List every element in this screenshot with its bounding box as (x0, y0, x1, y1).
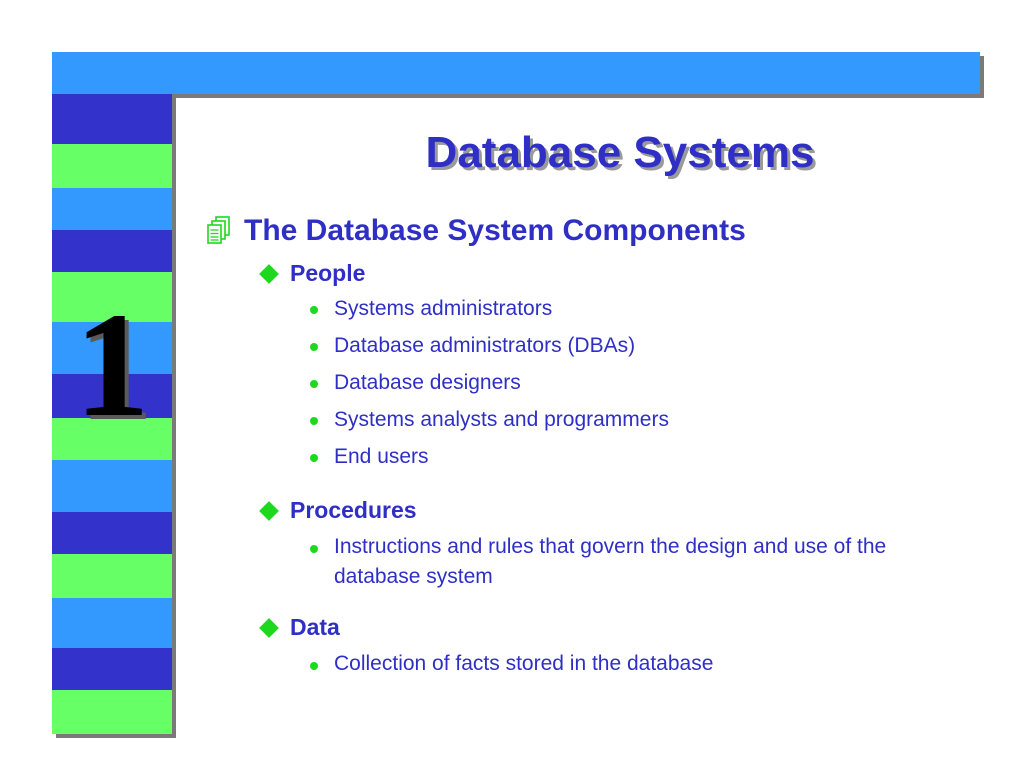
dot-bullet-icon (310, 306, 318, 314)
list-item-text: Systems administrators (334, 297, 553, 320)
stripe (52, 144, 172, 188)
list-item: Database administrators (DBAs) (206, 330, 986, 362)
stripe (52, 322, 172, 374)
dot-bullet-icon (310, 380, 318, 388)
list-item-text: Systems analysts and programmers (334, 408, 669, 431)
list-item-text: Database administrators (DBAs) (334, 334, 636, 357)
dot-bullet-icon (310, 343, 318, 351)
list-item-text: Database designers (334, 371, 521, 394)
section-label: Data (290, 614, 340, 640)
stripe (52, 598, 172, 648)
stripe (52, 460, 172, 512)
stripe (52, 188, 172, 230)
stripe (52, 648, 172, 690)
list-item: End users (206, 441, 986, 473)
level1-bullet: The Database System Components (206, 214, 986, 248)
stripe (52, 418, 172, 460)
document-stack-icon (206, 216, 232, 246)
stripe (52, 374, 172, 418)
list-item: Instructions and rules that govern the d… (206, 532, 986, 592)
stripe (52, 554, 172, 598)
list-item-text: Collection of facts stored in the databa… (334, 652, 714, 675)
diamond-bullet-icon (259, 500, 279, 521)
slide-title: Database Systems (425, 128, 815, 177)
dot-bullet-icon (310, 545, 318, 553)
list-item-text: Instructions and rules that govern the d… (334, 535, 887, 588)
stripe (52, 272, 172, 322)
list-item-text: End users (334, 445, 429, 468)
diamond-bullet-icon (259, 263, 279, 284)
striped-sidebar (52, 94, 172, 734)
stripe (52, 512, 172, 554)
section-data: Data (206, 614, 986, 641)
section-label: Procedures (290, 497, 417, 523)
section-label: People (290, 260, 366, 286)
stripe (52, 94, 172, 144)
list-item: Database designers (206, 367, 986, 399)
top-accent-bar (52, 52, 980, 94)
stripe (52, 230, 172, 272)
components-heading: The Database System Components (244, 214, 746, 247)
slide-number: 1 (74, 282, 150, 448)
dot-bullet-icon (310, 454, 318, 462)
list-item: Systems administrators (206, 293, 986, 325)
slide-content: The Database System Components People Sy… (206, 214, 986, 679)
dot-bullet-icon (310, 662, 318, 670)
dot-bullet-icon (310, 417, 318, 425)
list-item: Collection of facts stored in the databa… (206, 649, 986, 679)
list-item: Systems analysts and programmers (206, 404, 986, 436)
diamond-bullet-icon (259, 617, 279, 638)
stripe (52, 690, 172, 734)
section-people: People (206, 260, 986, 287)
section-procedures: Procedures (206, 497, 986, 524)
